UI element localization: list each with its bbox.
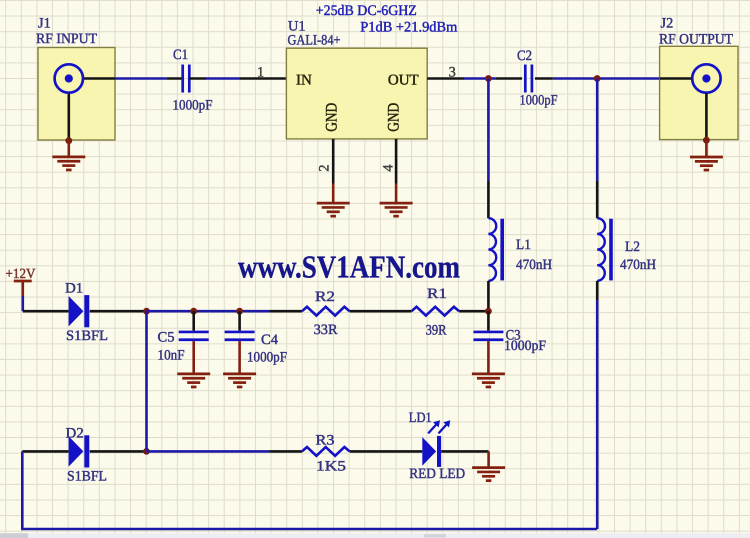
svg-text:C1: C1 <box>173 47 188 63</box>
svg-text:GALI-84+: GALI-84+ <box>288 32 341 48</box>
svg-text:R2: R2 <box>315 289 335 305</box>
svg-text:C3: C3 <box>506 327 521 343</box>
svg-text:U1: U1 <box>288 19 305 35</box>
svg-text:L1: L1 <box>516 237 531 253</box>
svg-text:RF OUTPUT: RF OUTPUT <box>659 31 733 47</box>
svg-text:D1: D1 <box>65 280 83 296</box>
svg-text:GND: GND <box>386 103 403 132</box>
svg-text:OUT: OUT <box>388 73 419 89</box>
svg-text:1: 1 <box>257 64 264 80</box>
svg-text:+25dB DC-6GHZ: +25dB DC-6GHZ <box>316 3 417 19</box>
svg-text:J2: J2 <box>661 16 674 32</box>
svg-text:1000pF: 1000pF <box>247 350 287 366</box>
svg-text:33R: 33R <box>314 322 338 338</box>
svg-text:C4: C4 <box>261 332 278 348</box>
svg-text:S1BFL: S1BFL <box>67 468 107 484</box>
svg-text:39R: 39R <box>426 322 447 338</box>
svg-text:RF INPUT: RF INPUT <box>36 31 97 47</box>
svg-text:1K5: 1K5 <box>316 458 346 474</box>
svg-text:IN: IN <box>296 73 312 89</box>
svg-text:P1dB +21.9dBm: P1dB +21.9dBm <box>360 19 458 35</box>
svg-text:R1: R1 <box>427 286 447 302</box>
svg-text:S1BFL: S1BFL <box>66 328 108 344</box>
svg-text:3: 3 <box>449 64 456 80</box>
svg-text:GND: GND <box>324 103 341 132</box>
svg-text:D2: D2 <box>66 425 84 441</box>
svg-text:LD1: LD1 <box>409 410 432 426</box>
svg-text:470nH: 470nH <box>620 257 656 273</box>
svg-text:2: 2 <box>317 164 333 171</box>
svg-text:1000pF: 1000pF <box>504 338 546 354</box>
svg-text:1000pF: 1000pF <box>520 92 558 108</box>
svg-text:+12V: +12V <box>6 267 36 282</box>
svg-text:R3: R3 <box>316 432 335 448</box>
svg-text:470nH: 470nH <box>516 257 552 273</box>
svg-text:C2: C2 <box>517 48 532 64</box>
svg-text:10nF: 10nF <box>158 348 185 364</box>
svg-text:4: 4 <box>381 164 397 171</box>
svg-text:RED LED: RED LED <box>409 466 465 482</box>
svg-text:www.SV1AFN.com: www.SV1AFN.com <box>238 248 460 284</box>
svg-text:1000pF: 1000pF <box>173 98 213 114</box>
svg-text:J1: J1 <box>38 15 51 31</box>
svg-text:C5: C5 <box>158 330 175 346</box>
svg-text:L2: L2 <box>625 239 640 255</box>
